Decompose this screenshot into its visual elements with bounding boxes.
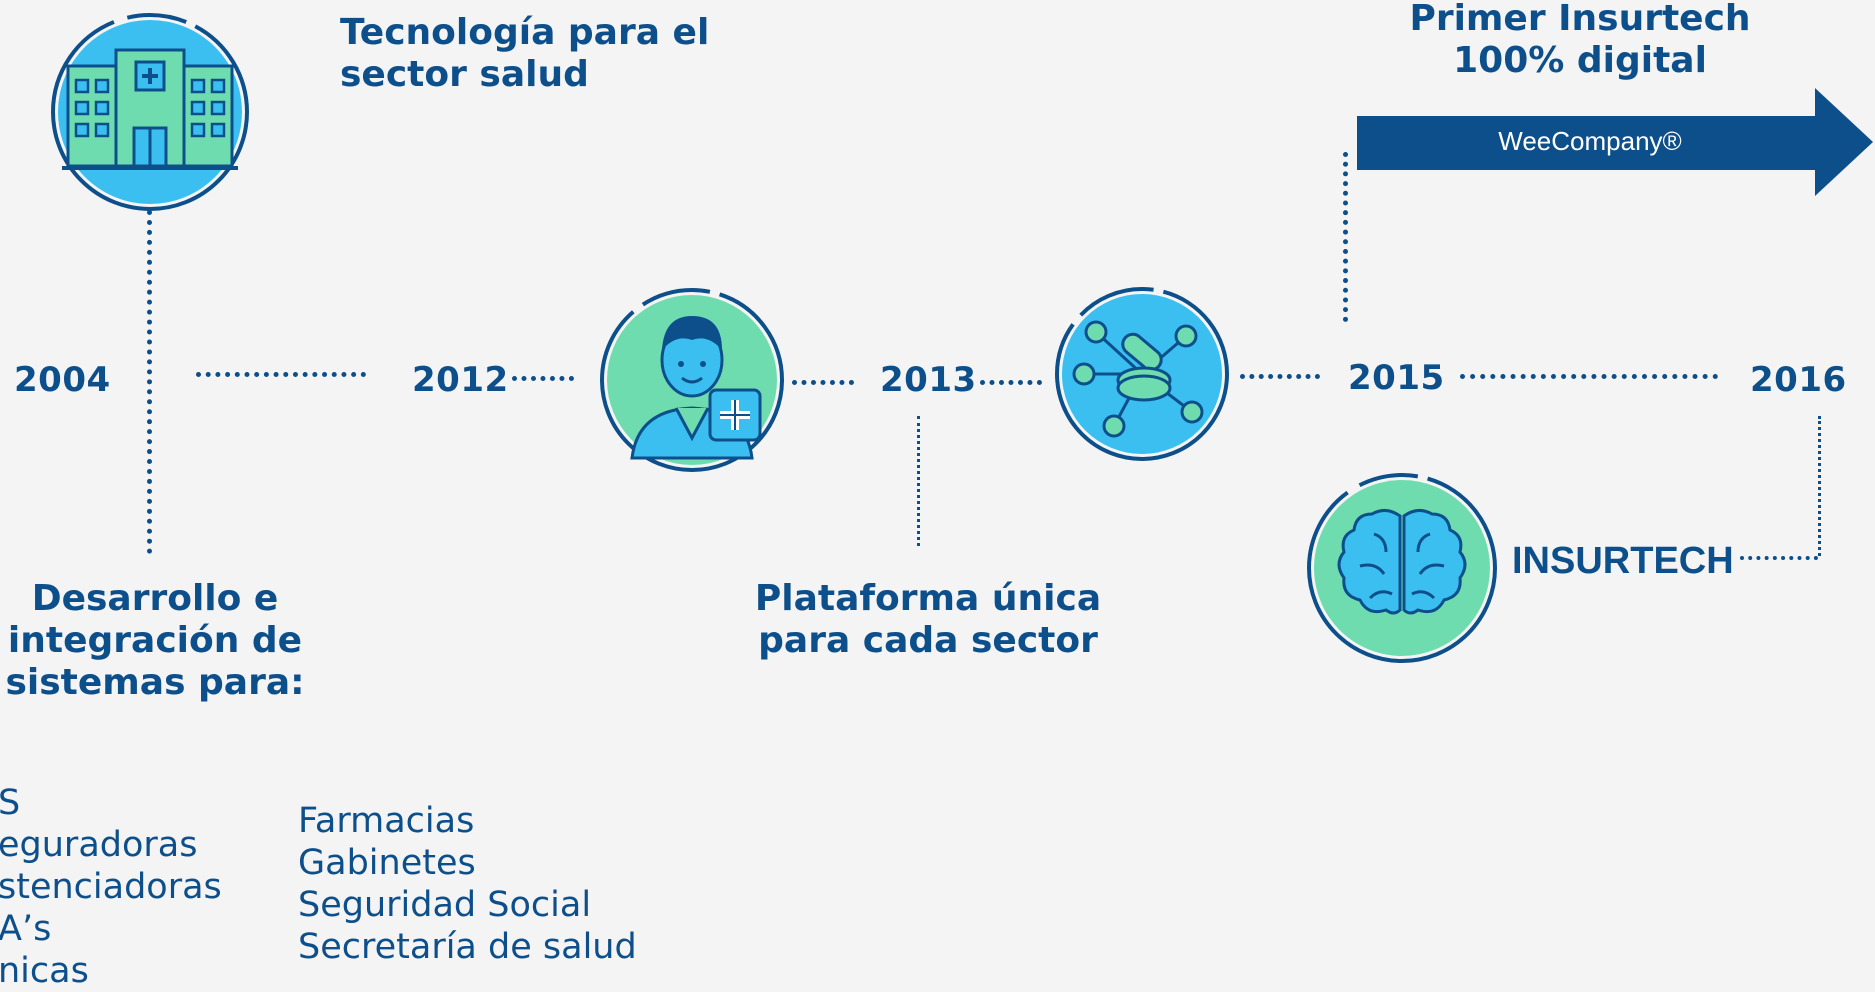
connector-2015-up bbox=[1343, 152, 1348, 322]
sector-item: stenciadoras bbox=[0, 867, 222, 907]
milestone-2016-label: INSURTECH bbox=[1512, 540, 1734, 582]
health-tech-title: Tecnología para el sector salud bbox=[340, 12, 709, 96]
milestone-2004-text: Desarrollo e integración de sistemas par… bbox=[0, 578, 310, 704]
sector-list-right: Farmacias Gabinetes Seguridad Social Sec… bbox=[298, 800, 637, 968]
milestone-2013-line1: Plataforma única bbox=[754, 578, 1102, 619]
milestone-2004-line2: integración de bbox=[7, 620, 303, 661]
insurtech-title-line2: 100% digital bbox=[1453, 40, 1707, 81]
year-2013: 2013 bbox=[880, 360, 977, 400]
pill-network-icon bbox=[1055, 287, 1229, 461]
sector-item: Secretaría de salud bbox=[298, 927, 637, 967]
milestone-2004-line3: sistemas para: bbox=[5, 662, 305, 703]
connector-2012-doctor bbox=[512, 376, 574, 381]
sector-item: nicas bbox=[0, 951, 89, 991]
sector-item: Farmacias bbox=[298, 801, 475, 841]
connector-2013-network bbox=[980, 380, 1042, 385]
connector-doctor-2013 bbox=[792, 380, 854, 385]
weecompany-arrow bbox=[1357, 88, 1873, 196]
milestone-2013-text: Plataforma única para cada sector bbox=[748, 578, 1108, 662]
sector-item: Gabinetes bbox=[298, 843, 476, 883]
connector-2004-vertical bbox=[147, 210, 152, 554]
health-tech-title-line2: sector salud bbox=[340, 54, 589, 95]
connector-2004-2012 bbox=[196, 372, 366, 377]
insurtech-title: Primer Insurtech 100% digital bbox=[1390, 0, 1770, 82]
sector-list-left: S eguradoras stenciadoras A’s nicas bbox=[0, 782, 222, 992]
year-2004: 2004 bbox=[14, 360, 111, 400]
connector-insurtech-2016 bbox=[1740, 556, 1818, 560]
sector-item: eguradoras bbox=[0, 825, 198, 865]
year-2016: 2016 bbox=[1750, 360, 1847, 400]
sector-item: S bbox=[0, 783, 21, 823]
connector-2013-down bbox=[917, 416, 920, 546]
milestone-2013-line2: para cada sector bbox=[758, 620, 1098, 661]
year-2012: 2012 bbox=[412, 360, 509, 400]
year-2015: 2015 bbox=[1348, 358, 1445, 398]
insurtech-title-line1: Primer Insurtech bbox=[1409, 0, 1751, 39]
connector-2016-down bbox=[1818, 416, 1821, 556]
sector-item: Seguridad Social bbox=[298, 885, 592, 925]
doctor-icon bbox=[600, 288, 784, 472]
connector-network-2015 bbox=[1240, 374, 1320, 379]
health-tech-title-line1: Tecnología para el bbox=[340, 12, 710, 53]
milestone-2004-line1: Desarrollo e bbox=[31, 578, 279, 619]
weecompany-label: WeeCompany® bbox=[1498, 126, 1682, 156]
connector-2015-2016 bbox=[1460, 374, 1718, 379]
brain-icon bbox=[1307, 473, 1497, 663]
hospital-icon bbox=[51, 13, 249, 211]
sector-item: A’s bbox=[0, 909, 52, 949]
